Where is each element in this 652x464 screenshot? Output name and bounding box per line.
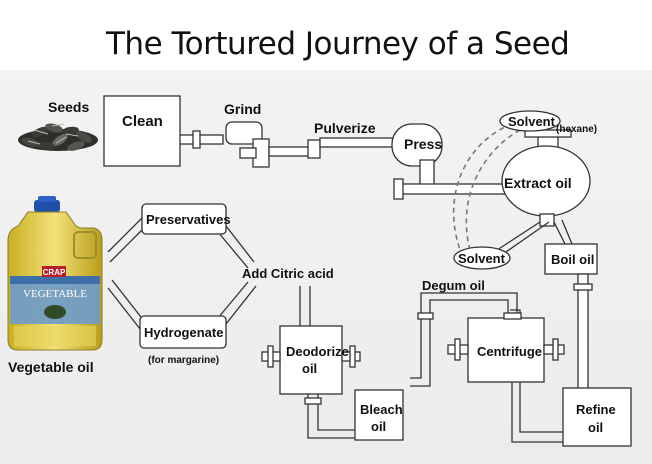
bleach-label-line2: oil — [371, 419, 386, 434]
pipe-citric-hydrogenate-2 — [225, 285, 257, 325]
pipe-extract-boil — [553, 221, 567, 247]
extractor-outlet — [539, 213, 555, 227]
solvent-loop-2 — [465, 129, 521, 251]
pipe-extract-solvent-2 — [502, 221, 550, 255]
pipe-citric-preservatives — [217, 231, 249, 269]
hydrogenate-label: Hydrogenate — [144, 325, 223, 340]
pipe-boil-refine — [577, 273, 589, 391]
grinder-motor — [239, 147, 257, 159]
degum-oil-label: Degum oil — [422, 278, 485, 293]
pipe-end — [393, 178, 404, 200]
pipe-flange — [417, 312, 434, 320]
seeds-icon — [18, 123, 98, 151]
press-label: Press — [404, 136, 442, 152]
pipe-flange — [304, 397, 322, 405]
refine-label-line1: Refine — [576, 402, 616, 417]
pulverizer-head — [307, 139, 321, 159]
refine-oil-box — [562, 387, 632, 447]
pipe-preservatives-bottle — [107, 213, 147, 253]
pipe-flange — [454, 338, 461, 361]
pipe-flange — [267, 345, 274, 368]
pulverize-label: Pulverize — [314, 120, 376, 136]
pipe-flange — [573, 283, 593, 291]
boil-oil-box — [544, 243, 598, 275]
preservatives-label: Preservatives — [146, 212, 231, 227]
pipe-flange — [552, 338, 559, 361]
pipe-extract-solvent — [493, 221, 541, 253]
deodorize-label-line2: oil — [302, 361, 317, 376]
boil-oil-label: Boil oil — [551, 252, 594, 267]
deodorize-oil-box — [279, 325, 343, 395]
grind-label: Grind — [224, 101, 261, 117]
bleach-label-line1: Bleach — [360, 402, 403, 417]
page-title: The Tortured Journey of a Seed — [105, 26, 569, 62]
solvent-top-node — [499, 110, 561, 132]
extractor-cap — [524, 129, 572, 138]
hexane-label: (hexane) — [556, 124, 597, 135]
deodorize-label-line1: Deodorize — [286, 344, 349, 359]
pipe-press-extract — [397, 183, 509, 195]
vegetable-oil-bottle-icon: CRAP VEGETABLE — [7, 196, 103, 351]
pipe-citric-preservatives-2 — [225, 225, 255, 263]
press-body — [391, 123, 443, 167]
hydrogenate-box — [139, 315, 227, 349]
clean-box — [103, 95, 181, 167]
pipe-extract-boil-2 — [561, 219, 573, 245]
pipe-bleach-deodorize — [317, 394, 355, 431]
pipe-hydrogenate-bottle — [107, 287, 145, 335]
refine-label-line2: oil — [588, 420, 603, 435]
solvent-bottom-label: Solvent — [458, 251, 506, 266]
pipe-flange — [503, 312, 522, 320]
add-citric-acid-label: Add Citric acid — [242, 266, 334, 281]
pipe-centrifuge-bleach — [410, 299, 509, 387]
bottle-label-text: VEGETABLE — [23, 288, 87, 300]
preservatives-box — [141, 203, 227, 235]
pipe-clean-grind — [178, 134, 224, 145]
solvent-loop-1 — [452, 123, 513, 251]
pipe-grind-pulverize — [268, 146, 312, 157]
pipe-flange — [349, 345, 356, 368]
solvent-bottom-node — [453, 246, 511, 270]
extract-oil-label: Extract oil — [504, 175, 572, 191]
vegetable-oil-label: Vegetable oil — [8, 359, 94, 375]
bottle-brand-text: CRAP — [43, 268, 66, 277]
solvent-top-label: Solvent — [508, 114, 556, 129]
pulverizer-tube — [319, 137, 395, 148]
centrifuge-box — [467, 317, 545, 383]
pipe-centrifuge-bleach-2 — [410, 292, 518, 379]
clean-label: Clean — [122, 113, 163, 130]
pipe-citric-hydrogenate — [217, 281, 249, 319]
for-margarine-label: (for margarine) — [148, 355, 219, 366]
pipe-flange — [192, 130, 201, 149]
centrifuge-label: Centrifuge — [477, 344, 542, 359]
seeds-label: Seeds — [48, 99, 89, 115]
bleach-oil-box — [354, 389, 404, 441]
pipe-bleach-deodorize-2 — [307, 394, 355, 439]
